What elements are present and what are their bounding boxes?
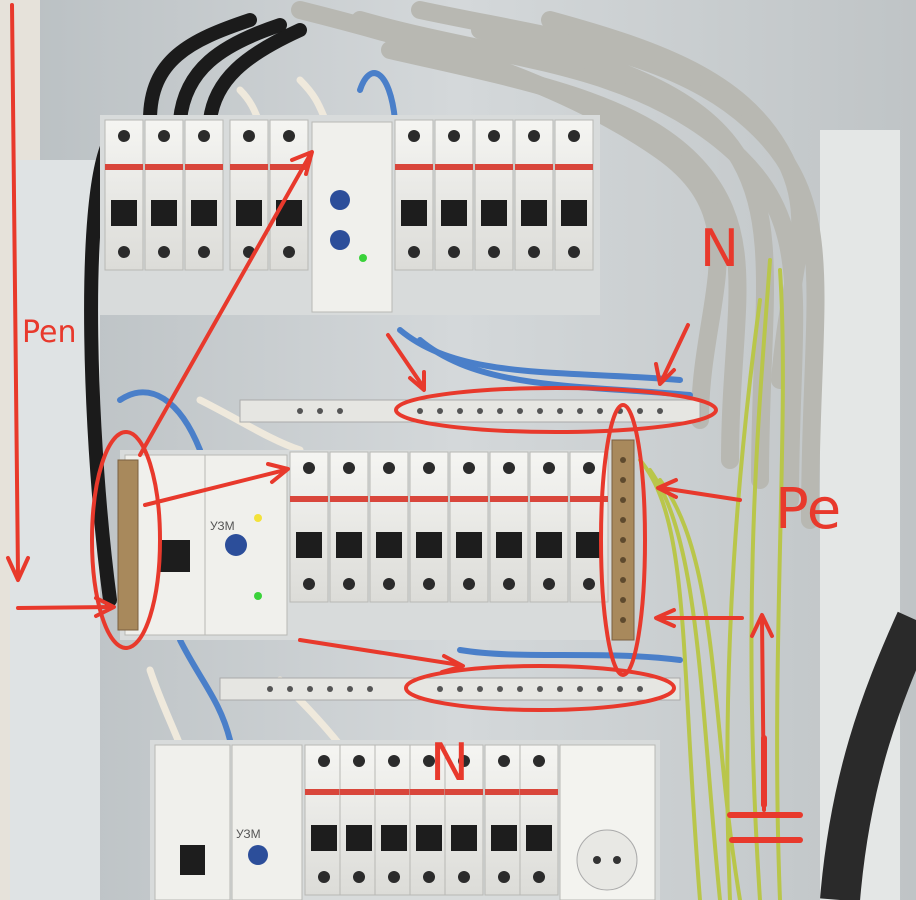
pen-arrow-line xyxy=(10,3,20,577)
annotations xyxy=(6,3,803,843)
pen-label: Pen xyxy=(22,315,77,350)
earth-busbar xyxy=(611,439,635,641)
arrow-to-bottom-busbar xyxy=(298,638,462,667)
arrow-to-top-relay xyxy=(138,153,312,457)
arrow-to-neutral-top-left xyxy=(386,333,424,387)
neutral-top-ellipse xyxy=(394,386,718,434)
neutral-busbar-top xyxy=(239,399,701,423)
pen-arrow-head xyxy=(6,556,30,582)
black-feeder-cables xyxy=(84,13,307,607)
pen-terminal xyxy=(117,459,139,631)
arrow-pe-upper xyxy=(660,486,742,502)
dark-cable xyxy=(820,611,916,900)
pen-terminal-ellipse xyxy=(90,430,162,650)
neutral-label-bottom: N xyxy=(430,733,469,793)
pe-label: Pe xyxy=(775,477,841,542)
earth-busbar-ellipse xyxy=(599,403,647,677)
top-breaker-row xyxy=(100,115,600,315)
pen-connector-arrow xyxy=(16,605,114,610)
neutral-busbar-bottom xyxy=(219,677,681,701)
bottom-breaker-row: УЗМ xyxy=(150,740,660,900)
arrow-to-middle-relay xyxy=(143,468,287,507)
neutral-bottom-ellipse xyxy=(404,664,676,712)
middle-breaker-row: УЗМ xyxy=(120,450,620,640)
arrow-to-neutral-top-right xyxy=(660,323,690,382)
uzm-label-bottom: УЗМ xyxy=(236,827,261,841)
earth-wires xyxy=(638,258,785,900)
neutral-label-top: N xyxy=(700,219,739,279)
uzm-label-middle: УЗМ xyxy=(210,519,235,533)
